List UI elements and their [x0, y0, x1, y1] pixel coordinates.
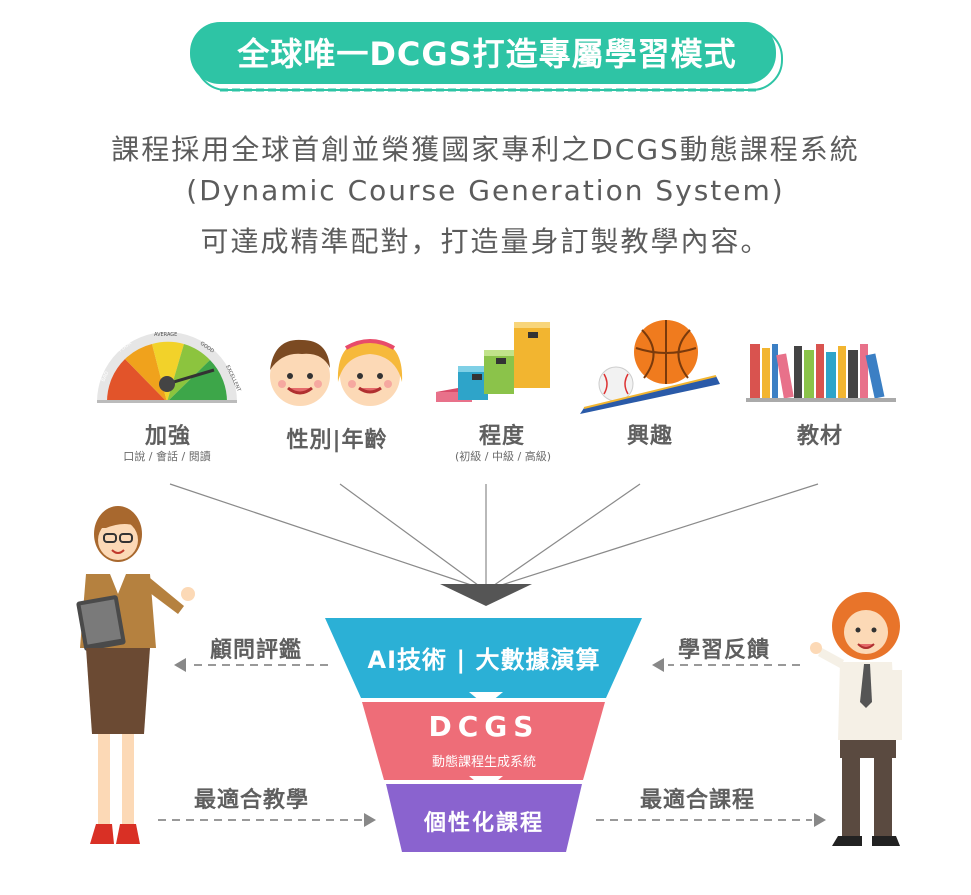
funnel-stage-ai-label: AI技術 | 大數據演算	[367, 646, 601, 674]
factor-label-interest: 興趣	[626, 424, 673, 449]
student-illustration	[810, 592, 902, 846]
books-icon	[746, 344, 896, 402]
factor-label-materials: 教材	[796, 424, 843, 449]
arrow-right-icon	[814, 813, 826, 827]
funnel-diagram	[158, 483, 826, 852]
sports-ball-bat-icon	[580, 320, 720, 414]
intro-line-1: 課程採用全球首創並榮獲國家專利之DCGS動態課程系統	[111, 133, 860, 166]
label-learning-feedback: 學習反饋	[678, 638, 771, 663]
title-banner	[190, 22, 783, 92]
gauge-label-bad: BAD	[100, 370, 110, 382]
page-title: 全球唯一DCGS打造專屬學習模式	[237, 35, 737, 73]
funnel-stage-personal	[386, 784, 582, 852]
teacher-illustration	[76, 506, 195, 844]
converge-arrow-icon	[440, 584, 532, 606]
factor-sub-strengthen: 口說 / 會話 / 閱讀	[123, 450, 211, 463]
label-consultant-evaluation: 顧問評鑑	[210, 638, 303, 663]
funnel-stage-personal-label: 個性化課程	[423, 811, 544, 836]
intro-line-2: (Dynamic Course Generation System)	[186, 174, 785, 207]
funnel-stage-ai	[325, 618, 642, 698]
level-bars-icon	[436, 322, 550, 402]
intro-line-3: 可達成精準配對，打造量身訂製教學內容。	[200, 225, 771, 258]
funnel-stage-dcgs-sub: 動態課程生成系統	[431, 755, 536, 770]
kids-faces-icon	[270, 339, 403, 406]
factor-sub-level: (初級 / 中級 / 高級)	[455, 450, 551, 463]
funnel-stage-dcgs-title: DCGS	[428, 710, 540, 743]
factor-label-strengthen: 加強	[144, 424, 191, 449]
label-best-teaching: 最適合教學	[194, 788, 310, 813]
gauge-icon: BAD POOR AVERAGE GOOD EXCELLENT	[97, 332, 242, 403]
factor-label-gender-age: 性別|年齡	[286, 428, 388, 453]
arrow-right-icon	[364, 813, 376, 827]
funnel-stage-dcgs	[362, 702, 605, 780]
factor-label-level: 程度	[478, 424, 525, 449]
gauge-label-average: AVERAGE	[154, 332, 177, 338]
arrow-left-icon	[174, 658, 186, 672]
arrow-left-icon	[652, 658, 664, 672]
label-best-course: 最適合課程	[640, 788, 756, 813]
